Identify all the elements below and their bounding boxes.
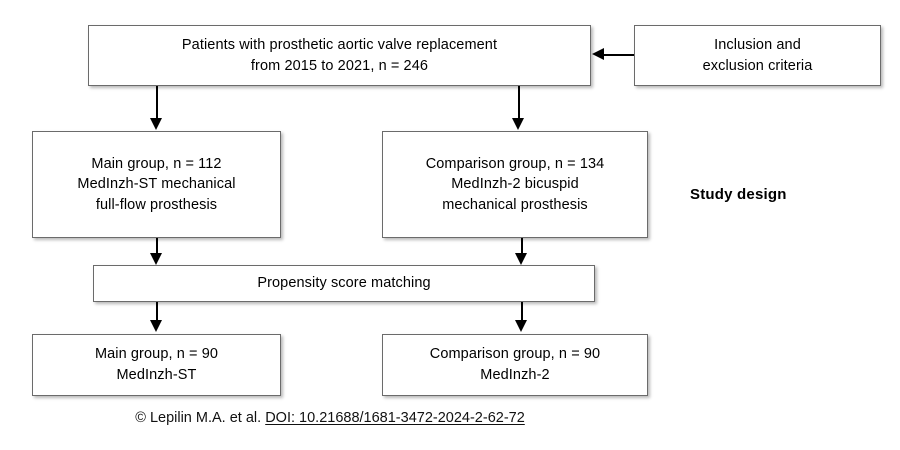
figure-caption: Study design <box>690 186 787 203</box>
attribution-authors: Lepilin M.A. et al. <box>149 410 262 426</box>
connector-comparison-to-matching-line <box>521 238 523 254</box>
connector-comparison-to-matching-arrowhead <box>515 253 527 265</box>
connector-matching-to-main-matched-arrowhead <box>150 320 162 332</box>
node-comparison-group: Comparison group, n = 134 MedInzh-2 bicu… <box>382 131 648 238</box>
node-main-group-matched: Main group, n = 90 MedInzh-ST <box>32 334 281 396</box>
copyright-icon: © <box>135 410 146 426</box>
doi-link[interactable]: DOI: 10.21688/1681-3472-2024-2-62-72 <box>265 410 525 426</box>
connector-criteria-to-cohort-line <box>604 54 634 56</box>
node-main-group-matched-line-1: Main group, n = 90 <box>94 346 219 363</box>
node-main-group: Main group, n = 112 MedInzh-ST mechanica… <box>32 131 281 238</box>
connector-matching-to-comparison-matched-line <box>521 302 523 321</box>
node-criteria-line-2: exclusion criteria <box>702 57 813 74</box>
node-comparison-group-line-1: Comparison group, n = 134 <box>425 155 605 172</box>
connector-matching-to-main-matched-line <box>156 302 158 321</box>
node-main-group-line-1: Main group, n = 112 <box>91 155 222 172</box>
connector-cohort-to-comparison-line <box>518 86 520 119</box>
node-comparison-group-line-3: mechanical prosthesis <box>442 196 588 213</box>
node-comparison-group-matched-line-2: MedInzh-2 <box>480 367 550 383</box>
node-propensity-score-matching: Propensity score matching <box>93 265 595 302</box>
connector-cohort-to-comparison-arrowhead <box>512 118 524 130</box>
connector-criteria-to-cohort-arrowhead <box>592 48 604 60</box>
node-main-group-line-2: MedInzh-ST mechanical <box>77 176 236 193</box>
node-patient-cohort-line-2: from 2015 to 2021, n = 246 <box>250 57 429 74</box>
node-main-group-matched-line-2: MedInzh-ST <box>116 367 197 383</box>
node-main-group-line-3: full-flow prosthesis <box>95 196 218 213</box>
node-patient-cohort: Patients with prosthetic aortic valve re… <box>88 25 591 86</box>
connector-cohort-to-main-line <box>156 86 158 119</box>
connector-matching-to-comparison-matched-arrowhead <box>515 320 527 332</box>
connector-cohort-to-main-arrowhead <box>150 118 162 130</box>
node-patient-cohort-line-1: Patients with prosthetic aortic valve re… <box>181 36 498 53</box>
node-comparison-group-matched-line-1: Comparison group, n = 90 <box>429 346 601 363</box>
node-comparison-group-line-2: MedInzh-2 bicuspid <box>451 176 579 193</box>
node-matching-line-1: Propensity score matching <box>257 275 431 292</box>
connector-main-to-matching-arrowhead <box>150 253 162 265</box>
node-inclusion-exclusion-criteria: Inclusion and exclusion criteria <box>634 25 881 86</box>
figure-attribution: © Lepilin M.A. et al. DOI: 10.21688/1681… <box>0 410 660 426</box>
node-comparison-group-matched: Comparison group, n = 90 MedInzh-2 <box>382 334 648 396</box>
connector-main-to-matching-line <box>156 238 158 254</box>
node-criteria-line-1: Inclusion and <box>714 36 801 53</box>
